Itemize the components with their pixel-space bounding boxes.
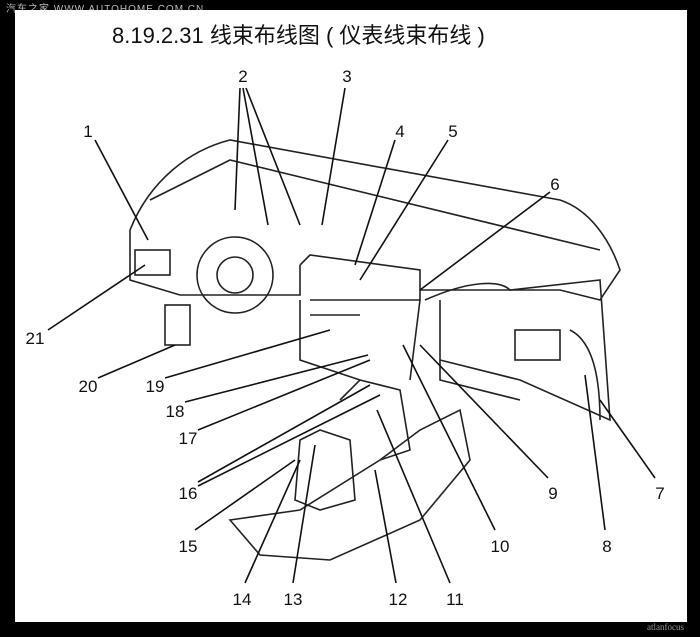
callout-7: 7 (655, 484, 664, 503)
leader-lines (47, 87, 656, 584)
callout-2: 2 (238, 67, 247, 86)
diagram-paper (15, 10, 687, 622)
callout-3: 3 (342, 67, 351, 86)
callout-8: 8 (602, 537, 611, 556)
callout-21: 21 (26, 329, 45, 348)
callout-20: 20 (79, 377, 98, 396)
callout-15: 15 (179, 537, 198, 556)
callout-labels: 1 2 3 4 5 6 7 8 9 10 11 12 13 14 15 16 1… (26, 67, 665, 609)
diagram-title: 8.19.2.31 线束布线图 ( 仪表线束布线 ) (112, 23, 485, 48)
callout-1: 1 (83, 122, 92, 141)
callout-14: 14 (233, 590, 252, 609)
callout-19: 19 (146, 377, 165, 396)
callout-5: 5 (448, 122, 457, 141)
callout-11: 11 (446, 590, 464, 609)
dashboard-drawing (129, 139, 621, 561)
callout-4: 4 (395, 122, 404, 141)
callout-12: 12 (389, 590, 408, 609)
callout-13: 13 (284, 590, 303, 609)
watermark-bottom: atlanfocus (647, 622, 684, 632)
callout-6: 6 (550, 175, 559, 194)
callout-10: 10 (491, 537, 510, 556)
callout-18: 18 (166, 402, 185, 421)
callout-16: 16 (179, 484, 198, 503)
callout-9: 9 (548, 484, 557, 503)
callout-17: 17 (179, 429, 198, 448)
watermark-top: 汽车之家 WWW.AUTOHOME.COM.CN (6, 0, 204, 15)
